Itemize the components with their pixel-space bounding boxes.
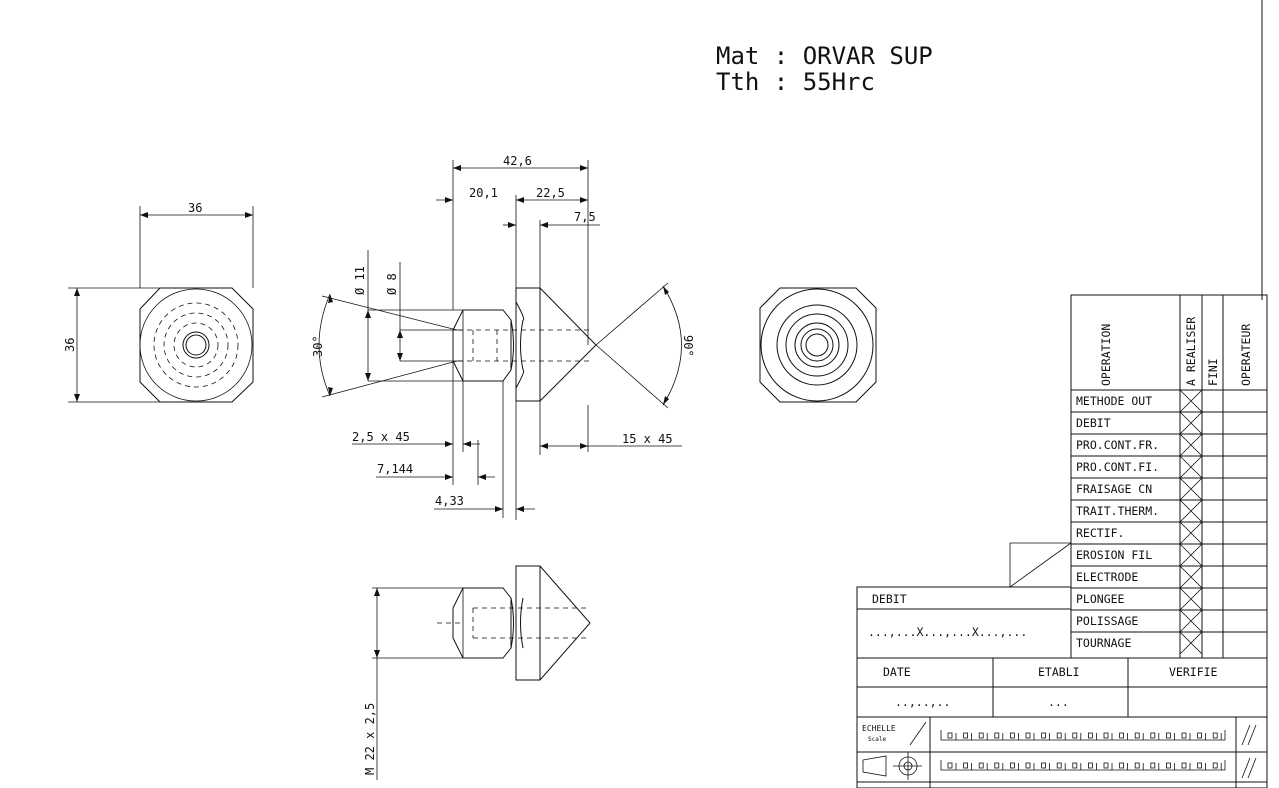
dim-chamfer-2-5: 2,5 x 45 [352,430,410,444]
scale-ruler [940,730,1226,741]
op-row-label: POLISSAGE [1076,614,1138,628]
dim-7-5: 7,5 [574,210,596,224]
op-cross-mark [1179,455,1203,479]
op-row-label: TRAIT.THERM. [1076,504,1159,518]
etabli-label: ETABLI [1038,665,1080,679]
op-row-label: PRO.CONT.FI. [1076,460,1159,474]
dim-total-length: 42,6 [503,154,532,168]
scale-ruler [940,760,1226,771]
bottom-side-view [372,565,591,780]
date-label: DATE [883,665,911,679]
operations-table [1009,294,1268,659]
dim-20-1: 20,1 [469,186,498,200]
verifie-label: VERIFIE [1169,665,1218,679]
op-row-label: ELECTRODE [1076,570,1138,584]
op-cross-mark [1179,411,1203,435]
dim-left-height: 36 [63,338,77,352]
op-cross-mark [1179,521,1203,545]
material-line: Mat : ORVAR SUP [716,42,933,70]
dim-4-33: 4,33 [435,494,464,508]
op-cross-mark [1179,433,1203,457]
title-block [856,586,1268,788]
op-cross-mark [1179,565,1203,589]
dim-angle-30: 30° [311,335,325,357]
left-end-view [68,206,254,403]
dim-dia-8: Ø 8 [385,273,399,295]
op-header-a-realiser: A REALISER [1184,317,1198,386]
op-row-label: PRO.CONT.FR. [1076,438,1159,452]
op-row-label: EROSION FIL [1076,548,1152,562]
etabli-value: ... [1048,695,1069,709]
op-cross-mark [1179,477,1203,501]
date-value: ..,..,.. [895,695,950,709]
op-row-label: DEBIT [1076,416,1111,430]
echelle-label: ECHELLE [862,724,896,733]
op-header-fini: FINI [1206,358,1220,386]
op-cross-mark [1179,609,1203,633]
op-header-operateur: OPERATEUR [1239,324,1253,386]
right-end-view [759,287,877,403]
op-cross-mark [1179,499,1203,523]
op-cross-mark [1179,389,1203,413]
dim-chamfer-15: 15 x 45 [622,432,673,446]
op-cross-mark [1179,543,1203,567]
dim-22-5: 22,5 [536,186,565,200]
dim-thread: M 22 x 2,5 [363,703,377,775]
op-row-label: RECTIF. [1076,526,1124,540]
op-row-label: METHODE OUT [1076,394,1152,408]
op-row-label: PLONGEE [1076,592,1125,606]
op-row-label: FRAISAGE CN [1076,482,1152,496]
debit-label: DEBIT [872,592,907,606]
scale-label: Scale [868,736,886,743]
op-cross-mark [1179,631,1203,655]
op-row-label: TOURNAGE [1076,636,1131,650]
dim-7-144: 7,144 [377,462,413,476]
op-header-operation: OPERATION [1099,324,1113,386]
dim-dia-11: Ø 11 [353,266,367,295]
op-cross-mark [1179,587,1203,611]
main-side-view [318,160,682,520]
dim-left-width: 36 [188,201,202,215]
treatment-line: Tth : 55Hrc [716,68,875,96]
debit-value: ...,...X...,...X...,... [868,625,1027,639]
dim-angle-90: 90° [681,335,695,357]
